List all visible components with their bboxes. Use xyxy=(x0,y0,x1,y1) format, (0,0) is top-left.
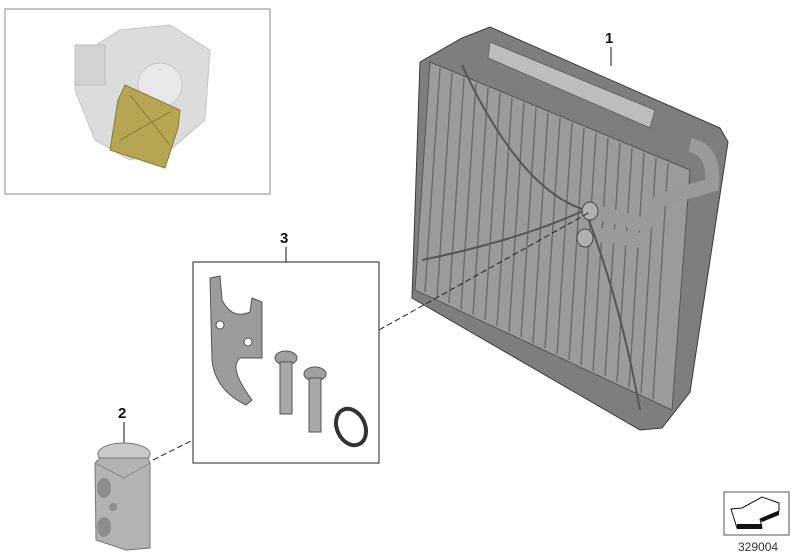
highlighted-evaporator-inset xyxy=(109,84,181,169)
reference-number: 329004 xyxy=(738,540,779,554)
o-ring-illustration xyxy=(333,406,369,448)
screw-illustration-1 xyxy=(274,350,298,415)
bracket-illustration xyxy=(209,275,263,406)
screw-illustration-2 xyxy=(303,366,327,433)
assembly-line-valve-kit xyxy=(152,439,194,461)
view-direction-icon xyxy=(723,491,790,536)
assembly-line-kit-evaporator xyxy=(378,211,591,331)
evaporator-illustration xyxy=(411,26,729,431)
callout-2[interactable]: 2 xyxy=(118,405,127,422)
callout-1[interactable]: 1 xyxy=(605,30,614,47)
callout-3[interactable]: 3 xyxy=(280,230,289,247)
expansion-valve-illustration xyxy=(94,442,151,551)
